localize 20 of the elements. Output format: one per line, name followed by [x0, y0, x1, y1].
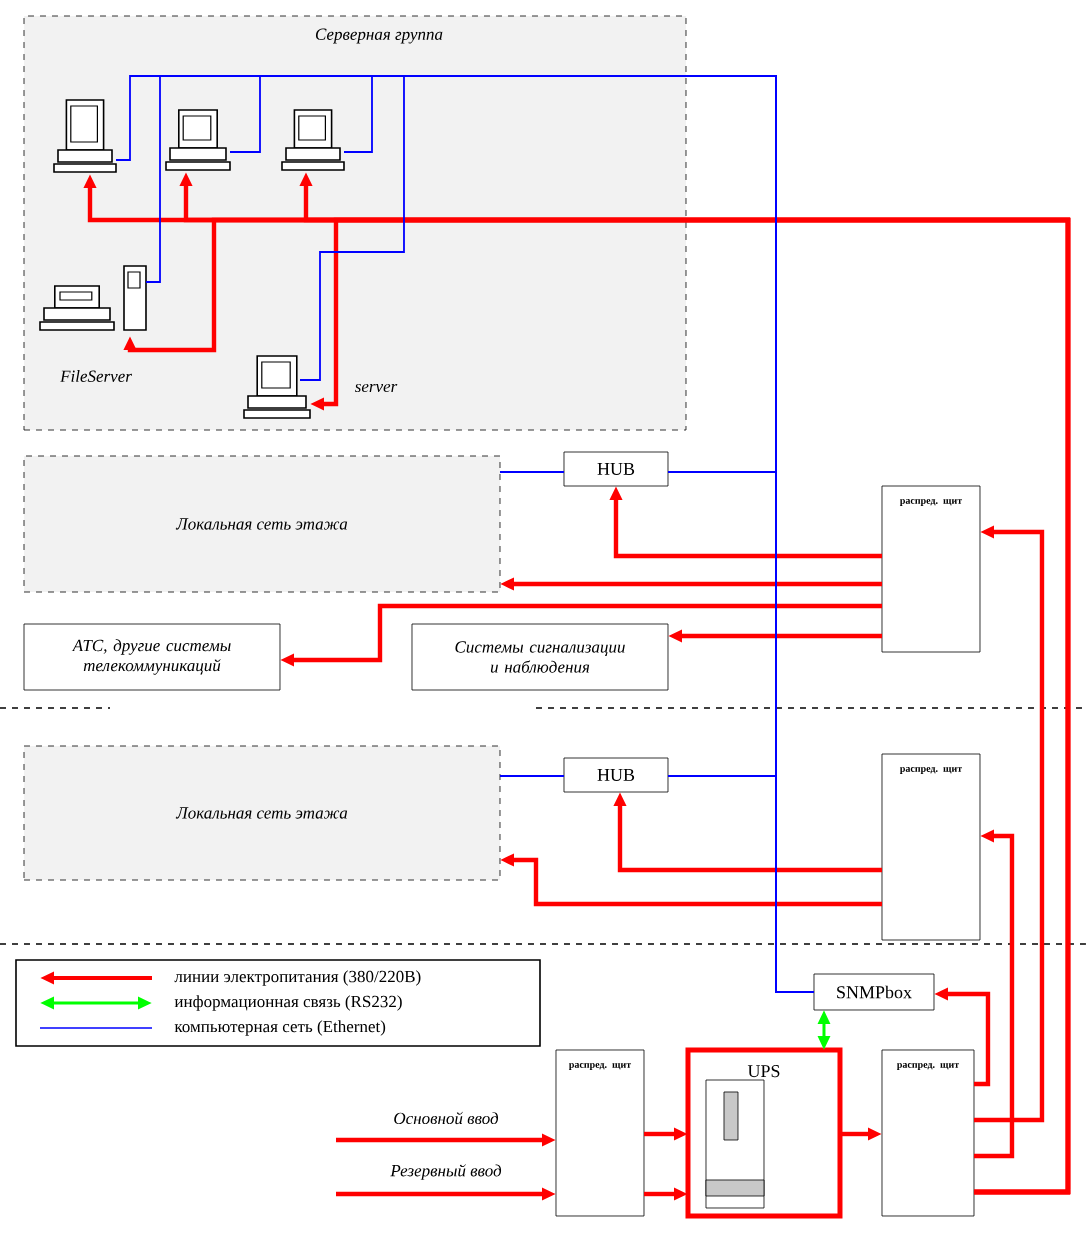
snmp-box: SNMPbox — [813, 973, 935, 1011]
computer-drawing — [281, 109, 345, 171]
hub-box: HUB — [563, 757, 669, 793]
system-box: АТС, другие системы телекоммуникаций — [23, 623, 281, 691]
hub-box: HUB — [563, 451, 669, 487]
computer-drawing — [243, 355, 311, 419]
network-area: Локальная сеть этажа — [23, 455, 501, 593]
legend-text: линии электропитания (380/220В) — [174, 970, 421, 986]
computer-drawing — [53, 99, 117, 173]
legend-text: компьютерная сеть (Ethernet) — [174, 1020, 386, 1036]
legend-text: информационная связь (RS232) — [174, 995, 402, 1011]
edge-label: Основной ввод — [394, 1111, 499, 1125]
computer-drawing — [165, 109, 231, 171]
edge-label: Резервный ввод — [390, 1164, 502, 1180]
system-box: Системы сигнализации и наблюдения — [411, 623, 669, 691]
computer-label: FileServer — [60, 370, 132, 382]
network-area: Локальная сеть этажа — [23, 745, 501, 881]
ups-unit: UPS — [685, 1047, 843, 1219]
file-server-drawing — [39, 265, 147, 331]
computer-label: server — [354, 383, 398, 393]
